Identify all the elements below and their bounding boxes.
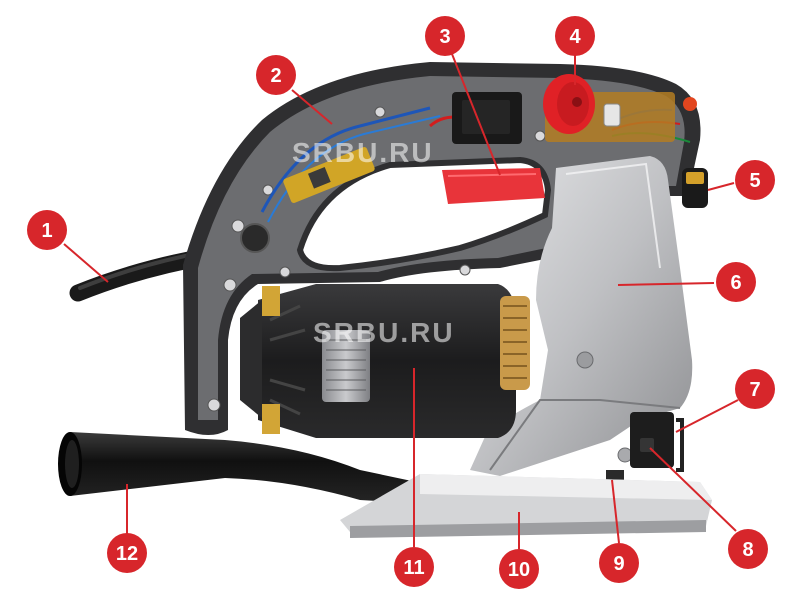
callout-3: 3 [425, 16, 465, 56]
speed-dial [543, 74, 595, 134]
brush-holder-bottom [262, 404, 280, 434]
cord-strain-relief [240, 223, 270, 253]
motor [240, 284, 530, 438]
callout-badge-11 [394, 547, 434, 587]
callout-badge-2 [256, 55, 296, 95]
leader-line-3 [451, 53, 501, 176]
callout-number-8: 8 [742, 539, 753, 561]
brush-holder-top [262, 286, 280, 316]
callout-badge-12 [107, 533, 147, 573]
callout-badge-8 [728, 529, 768, 569]
front-light [682, 168, 708, 208]
callout-9: 9 [599, 543, 639, 583]
callout-number-10: 10 [508, 559, 530, 581]
leader-line-6 [617, 282, 715, 286]
callout-badge-4 [555, 16, 595, 56]
gearbox-housing [470, 156, 693, 476]
leader-line-5 [707, 182, 735, 191]
callout-number-2: 2 [270, 65, 281, 87]
callout-badge-9 [599, 543, 639, 583]
callout-number-9: 9 [613, 553, 624, 575]
callout-10: 10 [499, 549, 539, 589]
callout-7: 7 [735, 369, 775, 409]
callout-8: 8 [728, 529, 768, 569]
callout-number-3: 3 [439, 26, 450, 48]
callout-badge-7 [735, 369, 775, 409]
callout-number-4: 4 [569, 26, 581, 48]
callout-badge-1 [27, 210, 67, 250]
callout-badge-6 [716, 262, 756, 302]
capacitor-board [283, 146, 375, 204]
housing-shell [183, 62, 701, 435]
leader-line-7 [675, 399, 739, 433]
leader-line-2 [291, 89, 333, 125]
callout-4: 4 [555, 16, 595, 56]
callout-12: 12 [107, 533, 147, 573]
callout-number-6: 6 [730, 272, 741, 294]
callout-badge-3 [425, 16, 465, 56]
stator [322, 330, 370, 402]
callout-leaders [63, 53, 739, 549]
callout-number-1: 1 [41, 220, 52, 242]
leader-line-9 [611, 479, 620, 544]
watermark-center: SRBU.RU [313, 317, 455, 348]
callout-6: 6 [716, 262, 756, 302]
leader-line-1 [63, 243, 109, 283]
callout-11: 11 [394, 547, 434, 587]
leader-line-8 [649, 447, 737, 532]
callout-number-11: 11 [403, 557, 424, 579]
callout-number-7: 7 [749, 379, 760, 401]
callout-1: 1 [27, 210, 67, 250]
callout-number-12: 12 [116, 543, 138, 565]
power-switch [442, 92, 545, 204]
callout-badge-5 [735, 160, 775, 200]
trigger [442, 168, 545, 204]
callout-2: 2 [256, 55, 296, 95]
callout-badge-10 [499, 549, 539, 589]
dust-hose [58, 432, 445, 505]
callout-5: 5 [735, 160, 775, 200]
blade-clamp-lever [676, 418, 684, 472]
watermark-top: SRBU.RU [292, 137, 434, 168]
callout-number-5: 5 [749, 170, 760, 192]
